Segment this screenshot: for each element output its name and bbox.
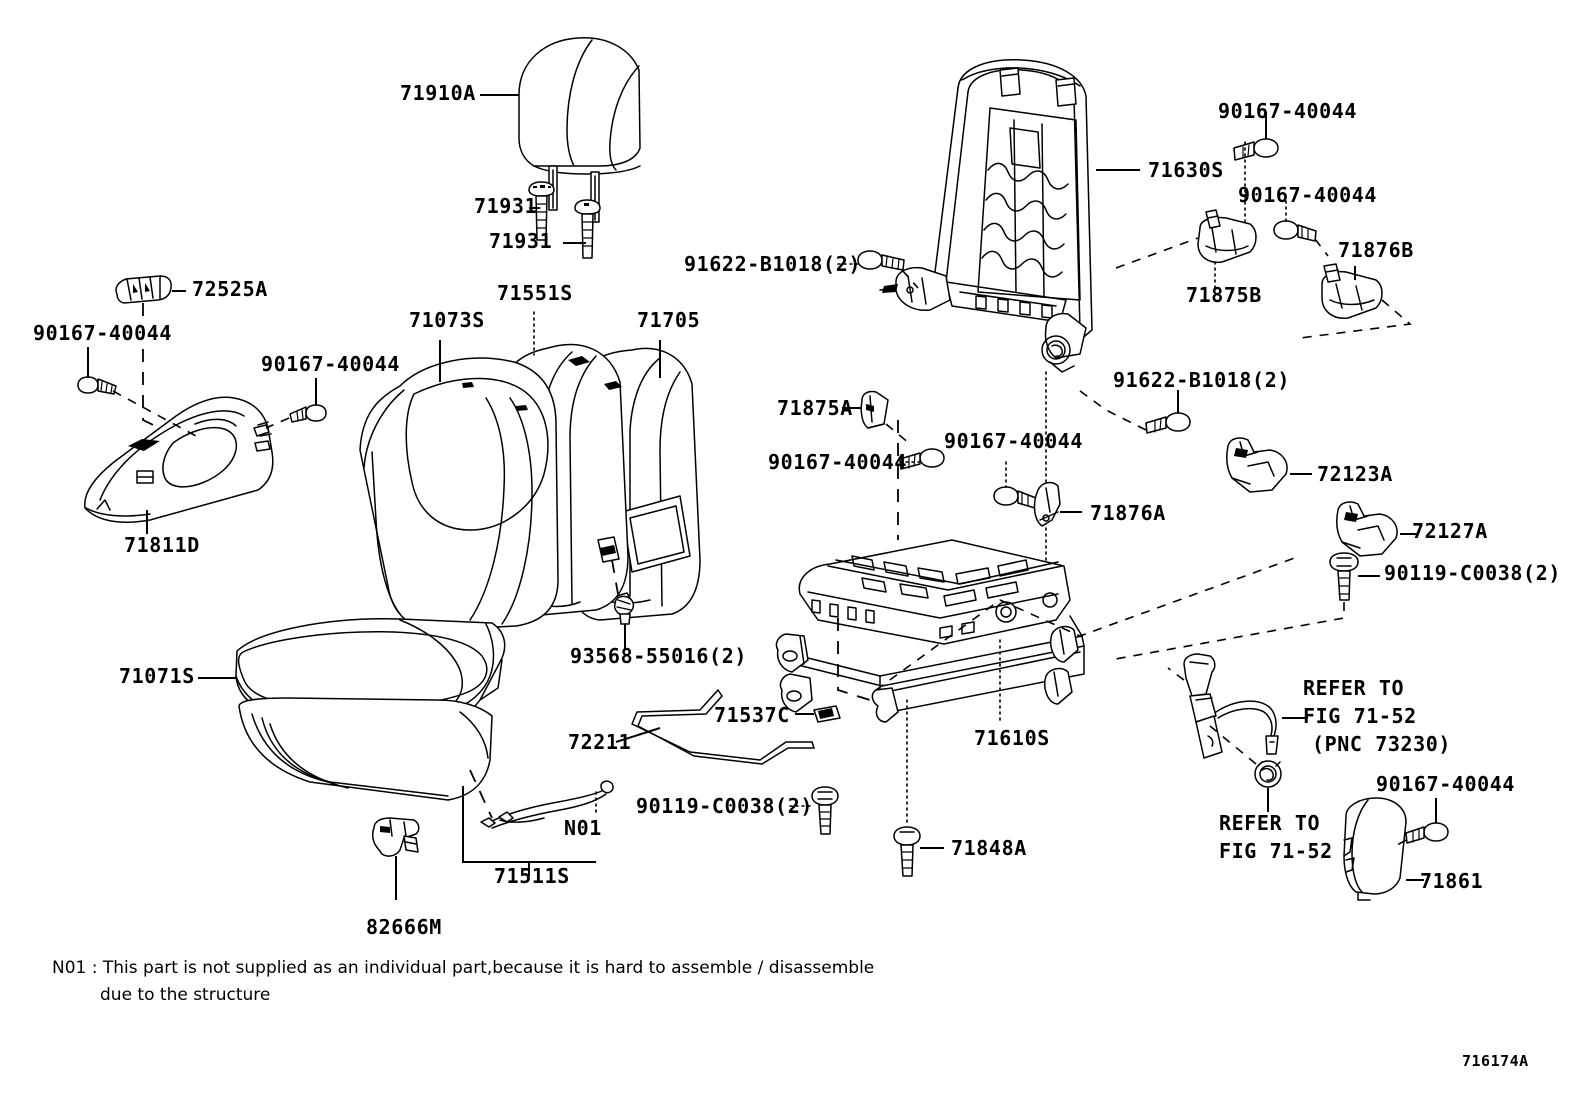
label-71876B: 71876B (1338, 238, 1414, 262)
label-refer-73230-line3: (PNC 73230) (1312, 732, 1452, 756)
label-71630S: 71630S (1148, 158, 1224, 182)
screw-left-inner (290, 405, 326, 422)
label-71931-lower: 71931 (489, 229, 553, 253)
label-71931-upper: 71931 (474, 194, 538, 218)
dash-screw-frame-mid (1315, 239, 1328, 256)
label-72123A: 72123A (1317, 462, 1393, 486)
dash-track-left (838, 618, 870, 700)
label-72211: 72211 (568, 730, 632, 754)
dash-buckle (1168, 668, 1184, 680)
bolt-90119-right (1330, 553, 1358, 600)
label-71705: 71705 (637, 308, 701, 332)
dash-N01 (470, 770, 492, 818)
wire-rod-72211 (632, 690, 814, 764)
label-71875B: 71875B (1186, 283, 1262, 307)
bracket-71875A (861, 391, 888, 428)
footnote-line-2: due to the structure (100, 985, 271, 1005)
bolt-90119-bottom (812, 787, 838, 834)
label-71610S: 71610S (974, 726, 1050, 750)
label-71537C: 71537C (714, 703, 790, 727)
headrest-illustration (519, 38, 640, 222)
bolt-93568 (615, 593, 634, 624)
cap-71876B (1322, 264, 1382, 318)
dash-71876B (1300, 300, 1410, 338)
label-71551S: 71551S (497, 281, 573, 305)
label-71848A: 71848A (951, 836, 1027, 860)
label-90167-left-upper: 90167-40044 (33, 321, 173, 345)
label-N01-marker: N01 (564, 816, 602, 840)
wire-harness-N01 (481, 781, 613, 828)
bolt-91622-right (1146, 413, 1190, 433)
diagram-code: 716174A (1462, 1052, 1529, 1070)
label-82666M: 82666M (366, 915, 442, 939)
label-71910A: 71910A (400, 81, 476, 105)
label-91622-right: 91622-B1018(2) (1113, 368, 1290, 392)
label-refer-lower-line2: FIG 71-52 (1219, 839, 1333, 863)
label-90167-71876a-left: 90167-40044 (768, 450, 908, 474)
label-refer-lower-line1: REFER TO (1219, 811, 1321, 835)
label-71511S: 71511S (494, 864, 570, 888)
bolt-91622-left (858, 251, 904, 270)
dash-71875B (1116, 238, 1198, 268)
seat-cushion-assembly (236, 619, 505, 800)
label-refer-73230-line2: FIG 71-52 (1303, 704, 1417, 728)
screw-left-upper (78, 377, 116, 394)
label-90119-bottom: 90119-C0038(2) (636, 794, 813, 818)
headrest-bolt-2 (575, 200, 600, 258)
hook-82666M (373, 818, 419, 856)
label-71073S: 71073S (409, 308, 485, 332)
dash-track-right (876, 556, 1300, 690)
cap-71875B (1198, 210, 1256, 262)
dash-91622-right (1076, 388, 1146, 430)
label-90167-71861: 90167-40044 (1376, 772, 1516, 796)
cover-71861 (1344, 798, 1406, 900)
dash-91622-left (902, 270, 918, 288)
leader-71511S-bracket (463, 786, 596, 862)
nut-refer-lower (1255, 761, 1281, 787)
seat-track-71610S (776, 540, 1084, 722)
seatbelt-buckle (1184, 654, 1278, 758)
dash-screw-71861 (1392, 840, 1406, 848)
screw-71861 (1406, 823, 1448, 843)
screw-frame-top (1234, 139, 1278, 160)
label-90167-frame-mid: 90167-40044 (1238, 183, 1378, 207)
dash-screw-left-inner (266, 418, 289, 428)
screw-frame-mid (1274, 221, 1316, 241)
screw-71876a-left (900, 449, 944, 469)
label-72127A: 72127A (1412, 519, 1488, 543)
bracket-71876A (1035, 483, 1060, 526)
dash-93568 (612, 560, 618, 594)
seatback-assembly (360, 345, 700, 630)
bolt-71848A (894, 827, 920, 876)
footnote-line-1: N01 : This part is not supplied as an in… (52, 958, 875, 978)
label-90167-frame-top: 90167-40044 (1218, 99, 1358, 123)
bracket-72127A (1337, 502, 1397, 556)
seatback-frame-71630S (880, 60, 1092, 372)
label-90167-left-inner: 90167-40044 (261, 352, 401, 376)
label-71071S: 71071S (119, 664, 195, 688)
clip-72525A (116, 276, 171, 303)
label-refer-73230-line1: REFER TO (1303, 676, 1405, 700)
label-90167-71876a-right: 90167-40044 (944, 429, 1084, 453)
label-71876A: 71876A (1090, 501, 1166, 525)
label-93568: 93568-55016(2) (570, 644, 747, 668)
label-72525A: 72525A (192, 277, 268, 301)
bracket-72123A (1227, 438, 1287, 492)
label-71861: 71861 (1420, 869, 1484, 893)
screw-71876a-right (994, 487, 1036, 508)
label-71875A: 71875A (777, 396, 853, 420)
label-90119-right: 90119-C0038(2) (1384, 561, 1561, 585)
dash-90119-right (1110, 602, 1344, 660)
label-91622-left: 91622-B1018(2) (684, 252, 861, 276)
side-shield-71811D (85, 397, 273, 522)
label-71811D: 71811D (124, 533, 200, 557)
leader-72211 (616, 728, 660, 742)
clip-71537C (814, 706, 840, 722)
dash-71875A (886, 424, 910, 444)
